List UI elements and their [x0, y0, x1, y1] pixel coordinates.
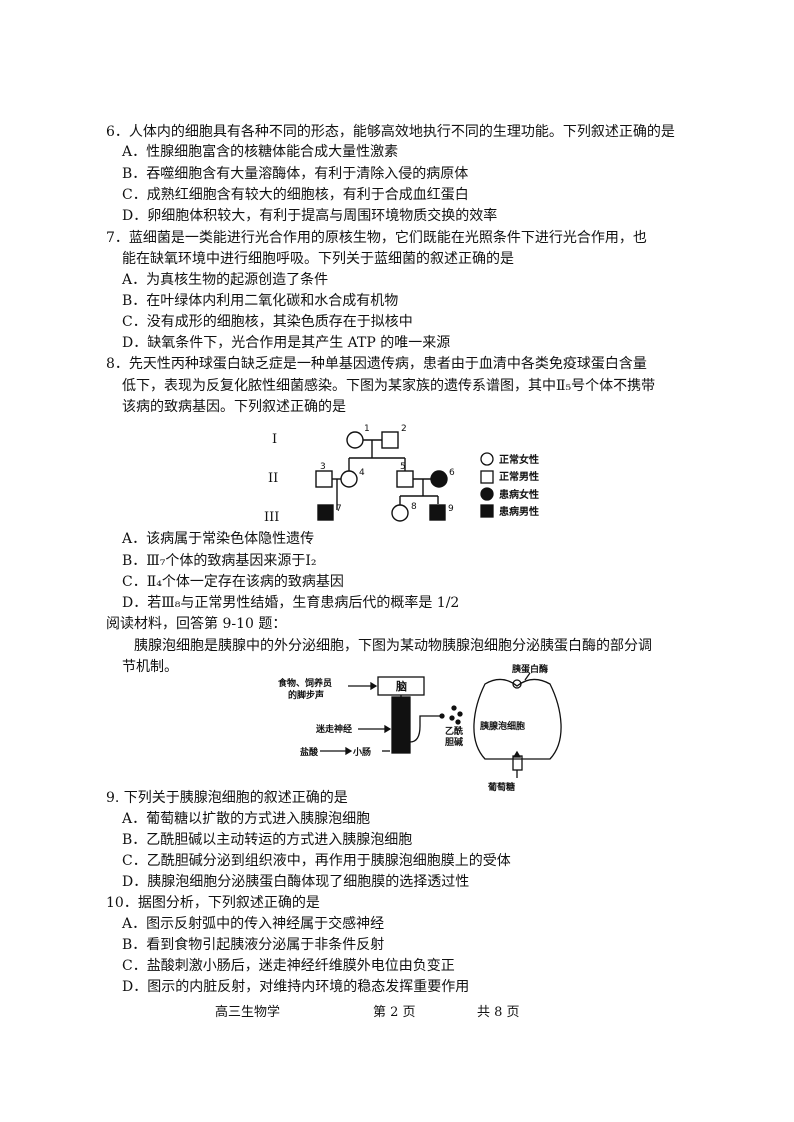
stimulus-label-line1: 食物、饲养员: [277, 677, 332, 689]
trypsin-label: 胰蛋白酶: [512, 664, 548, 675]
legend-affected-female-icon: [480, 487, 494, 501]
q9-option-a: A．葡萄糖以扩散的方式进入胰腺泡细胞: [122, 811, 371, 827]
glucose-label: 葡萄糖: [487, 781, 515, 792]
acinar-cell-label: 胰腺泡细胞: [480, 720, 525, 732]
pedigree-chart: I II III 1 2 3 4 5 6 7 8: [264, 424, 539, 525]
footer-total-pages: 共 8 页: [477, 1005, 520, 1020]
vagus-nerve-label: 迷走神经: [315, 723, 352, 735]
number-9: 9: [448, 504, 454, 514]
q10-option-c: C．盐酸刺激小肠后，迷走神经纤维膜外电位由负变正: [122, 958, 455, 974]
q8-option-a: A．该病属于常染色体隐性遗传: [122, 531, 315, 547]
q6-option-d: D．卵细胞体积较大，有利于提高与周围环境物质交换的效率: [122, 208, 498, 224]
q7-option-a: A．为真核生物的起源创造了条件: [122, 272, 329, 288]
q10-option-d: D．图示的内脏反射，对维持内环境的稳态发挥重要作用: [122, 979, 470, 995]
legend-normal-female-icon: [480, 452, 494, 466]
q7-option-d: D．缺氧条件下，光合作用是其产生 ATP 的唯一来源: [122, 335, 451, 351]
number-3: 3: [320, 462, 326, 472]
legend-affected-female: 患病女性: [499, 488, 539, 501]
q9-option-b: B．乙酰胆碱以主动转运的方式进入胰腺泡细胞: [122, 832, 413, 848]
number-2: 2: [401, 424, 407, 434]
q8-stem-line3: 该病的致病基因。下列叙述正确的是: [122, 399, 346, 415]
q6-option-a: A．性腺细胞富含的核糖体能合成大量性激素: [122, 144, 399, 160]
individual-7-affected-male: [317, 504, 334, 521]
q6-option-b: B．吞噬细胞含有大量溶酶体，有利于清除入侵的病原体: [122, 166, 469, 182]
acetylcholine-label-line1: 乙酰: [445, 725, 463, 737]
nerve-fiber-bundle: [391, 696, 411, 754]
individual-3-normal-male: [315, 470, 333, 488]
reading-paragraph-line1: 胰腺泡细胞是胰腺中的外分泌细胞，下图为某动物胰腺泡细胞分泌胰蛋白酶的部分调: [134, 638, 652, 654]
legend-affected-male-icon: [480, 504, 494, 518]
generation-label-ii: II: [268, 471, 278, 486]
q8-option-d: D．若Ⅲ₈与正常男性结婚，生育患病后代的概率是 1/2: [122, 595, 460, 611]
q7-stem-line2: 能在缺氧环境中进行细胞呼吸。下列关于蓝细菌的叙述正确的是: [122, 251, 514, 267]
individual-5-normal-male: [396, 470, 414, 488]
q8-stem-line1: 8．先天性丙种球蛋白缺乏症是一种单基因遗传病，患者由于血清中各类免疫球蛋白含量: [106, 356, 647, 372]
pancreas-regulation-diagram: 食物、饲养员 的脚步声 迷走神经 盐酸 小肠 胰蛋白酶 胰腺泡细胞 乙酰 胆碱 …: [277, 664, 562, 792]
number-8: 8: [411, 502, 417, 512]
stimulus-label-line2: 的脚步声: [288, 689, 324, 701]
footer-subject: 高三生物学: [215, 1005, 281, 1020]
legend-normal-male-icon: [480, 470, 494, 484]
legend-normal-female: 正常女性: [499, 453, 539, 466]
q6-stem: 6．人体内的细胞具有各种不同的形态，能够高效地执行不同的生理功能。下列叙述正确的…: [106, 124, 675, 140]
reading-paragraph-line2: 节机制。: [122, 659, 178, 675]
individual-6-affected-female: [430, 470, 448, 488]
glucose-transporter: [512, 755, 523, 771]
brain-label: 脑: [396, 679, 407, 693]
q8-option-c: C．Ⅱ₄个体一定存在该病的致病基因: [122, 574, 344, 590]
footer-page-number: 第 2 页: [373, 1005, 416, 1020]
individual-1-normal-female: [346, 431, 364, 449]
q10-option-a: A．图示反射弧中的传入神经属于交感神经: [122, 916, 385, 932]
legend-affected-male: 患病男性: [499, 505, 539, 518]
hydrochloric-acid-label: 盐酸: [300, 746, 319, 758]
reading-intro: 阅读材料，回答第 9-10 题：: [106, 616, 287, 632]
q9-stem: 9. 下列关于胰腺泡细胞的叙述正确的是: [106, 790, 348, 806]
q8-option-b: B．Ⅲ₇个体的致病基因来源于I₂: [122, 553, 317, 569]
q9-option-c: C．乙酰胆碱分泌到组织液中，再作用于胰腺泡细胞膜上的受体: [122, 853, 511, 869]
legend-normal-male: 正常男性: [499, 470, 539, 483]
q9-option-d: D．胰腺泡细胞分泌胰蛋白酶体现了细胞膜的选择透过性: [122, 874, 470, 890]
number-4: 4: [359, 468, 365, 478]
q10-option-b: B．看到食物引起胰液分泌属于非条件反射: [122, 937, 385, 953]
q7-option-b: B．在叶绿体内利用二氧化碳和水合成有机物: [122, 293, 399, 309]
individual-8-normal-female: [391, 504, 409, 522]
small-intestine-label: 小肠: [352, 746, 371, 758]
q6-option-c: C．成熟红细胞含有较大的细胞核，有利于合成血红蛋白: [122, 187, 469, 203]
individual-9-affected-male: [429, 504, 446, 521]
generation-label-i: I: [272, 432, 277, 447]
acetylcholine-label-line2: 胆碱: [445, 736, 463, 748]
q7-option-c: C．没有成形的细胞核，其染色质存在于拟核中: [122, 314, 413, 330]
number-1: 1: [364, 424, 370, 434]
number-7: 7: [336, 504, 342, 514]
trypsin-vesicle: [512, 679, 522, 689]
acinar-cell-outline: [473, 678, 562, 760]
generation-label-iii: III: [264, 510, 279, 525]
individual-2-normal-male: [381, 431, 399, 449]
q10-stem: 10．据图分析，下列叙述正确的是: [106, 895, 320, 911]
individual-4-normal-female: [340, 470, 358, 488]
q8-stem-line2: 低下，表现为反复化脓性细菌感染。下图为某家族的遗传系谱图，其中Ⅱ₅号个体不携带: [122, 378, 656, 394]
q7-stem-line1: 7．蓝细菌是一类能进行光合作用的原核生物，它们既能在光照条件下进行光合作用，也: [106, 230, 647, 246]
number-6: 6: [449, 468, 455, 478]
number-5: 5: [400, 462, 406, 472]
